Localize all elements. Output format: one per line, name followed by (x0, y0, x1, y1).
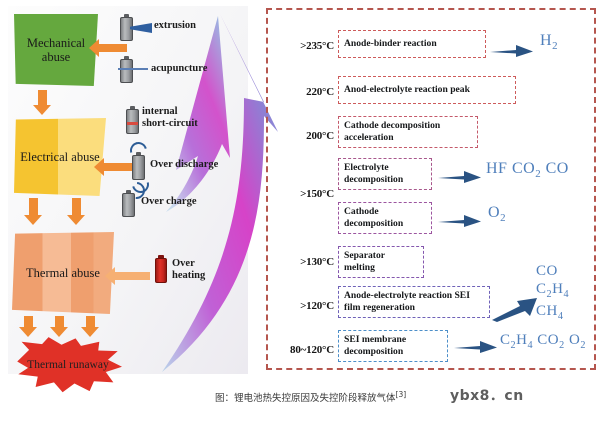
over-heating-label: Over heating (172, 258, 206, 282)
internal-short-circuit-battery-icon (126, 106, 139, 134)
mechanical-abuse-label: Mechanical abuse (26, 36, 86, 64)
gas-label-c2h4-co2-o2: C2H4 CO2 O2 (500, 332, 586, 351)
temp-label-200: 200°C (306, 130, 334, 142)
reaction-box-cathode-decomp-acceleration: Cathode decomposition acceleration (338, 116, 478, 148)
over-charge-label: Over charge (141, 196, 197, 207)
reaction-box-anode-electrolyte-peak: Anod-electrolyte reaction peak (338, 76, 516, 104)
stage-thermal-runaway: Thermal runaway (14, 336, 122, 394)
arrow-thermal-to-runaway-1 (19, 316, 37, 337)
temp-label-220: 220°C (306, 86, 334, 98)
acupuncture-label: acupuncture (151, 63, 208, 74)
watermark: ybx8．cn (450, 388, 524, 404)
reaction-temperature-panel: >235°C Anode-binder reaction H2 220°C An… (266, 8, 596, 370)
extrusion-label: extrusion (154, 20, 196, 31)
gas-label-hf-co2-co: HF CO2 CO (486, 160, 569, 181)
gas-label-o2: O2 (488, 204, 506, 225)
over-discharge-battery-icon (132, 152, 145, 180)
temp-label-150: >150°C (300, 188, 334, 200)
reaction-box-anode-binder: Anode-binder reaction (338, 30, 486, 58)
reaction-box-sei-membrane-decomposition: SEI membrane decomposition (338, 330, 448, 362)
electrical-abuse-label: Electrical abuse (20, 150, 100, 164)
stage-thermal-abuse: Thermal abuse (12, 232, 114, 314)
arrow-mechanical-to-electrical (33, 90, 51, 115)
stage-electrical-abuse: Electrical abuse (14, 118, 106, 196)
extrusion-wedge-icon (130, 23, 152, 33)
temp-label-120: >120°C (300, 300, 334, 312)
arrow-extrusion-to-mechanical (89, 39, 127, 57)
gas-label-h2: H2 (540, 32, 558, 53)
reaction-box-cathode-decomposition: Cathode decomposition (338, 202, 432, 234)
caption-reference: [3] (395, 390, 407, 399)
mechanical-abuse-shape (14, 14, 98, 86)
temp-label-130: >130°C (300, 256, 334, 268)
internal-short-circuit-label: internal short-circuit (142, 106, 198, 130)
acupuncture-needle-icon (118, 68, 148, 70)
over-discharge-label: Over discharge (150, 159, 219, 170)
abuse-flow-panel: Mechanical abuse Electrical abuse Therma… (0, 0, 278, 393)
gradient-swoosh-arrow (162, 14, 278, 372)
temp-label-80-120: 80~120°C (290, 344, 334, 356)
arrow-thermal-to-runaway-2 (50, 316, 68, 337)
reaction-box-anode-electrolyte-sei: Anode-electrolyte reaction SEI film rege… (338, 286, 490, 318)
caption-text: 图：锂电池热失控原因及失控阶段释放气体 (215, 393, 396, 405)
arrow-causes-to-electrical (94, 158, 134, 176)
electrical-abuse-shape (14, 118, 106, 196)
temp-label-235: >235°C (300, 40, 334, 52)
thermal-abuse-shape (12, 232, 114, 314)
stage-mechanical-abuse: Mechanical abuse (14, 14, 98, 86)
arrow-electrical-to-thermal-1 (24, 198, 42, 225)
over-charge-battery-icon (122, 190, 135, 217)
figure-caption: 图：锂电池热失控原因及失控阶段释放气体[3] (215, 390, 406, 404)
over-heating-battery-icon (155, 255, 167, 283)
arrow-thermal-to-runaway-3 (81, 316, 99, 337)
acupuncture-battery-icon (120, 56, 133, 83)
arrow-electrical-to-thermal-2 (67, 198, 85, 225)
reaction-box-separator-melting: Separator melting (338, 246, 424, 278)
thermal-abuse-label: Thermal abuse (26, 266, 100, 280)
reaction-box-electrolyte-decomposition: Electrolyte decomposition (338, 158, 432, 190)
arrow-overheating-to-thermal (105, 267, 150, 285)
thermal-runaway-label: Thermal runaway (27, 358, 109, 371)
